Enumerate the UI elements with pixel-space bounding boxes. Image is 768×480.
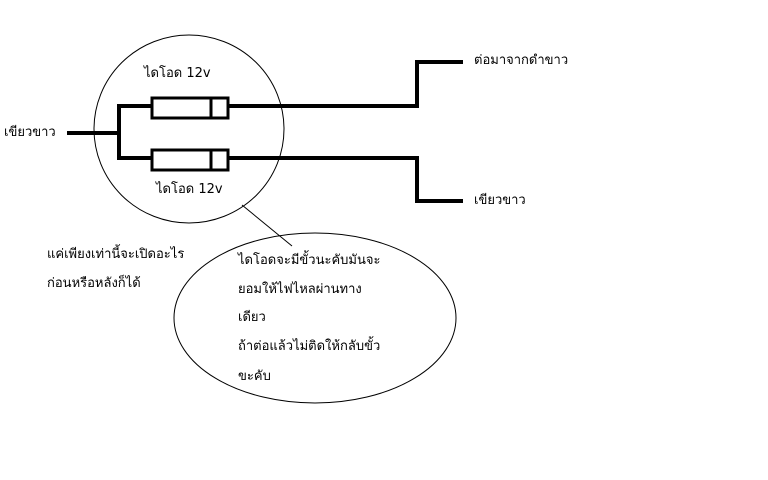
right-top-wire-label: ต่อมาจากดำขาว bbox=[474, 53, 569, 68]
callout-ellipse bbox=[173, 232, 457, 404]
callout-pointer bbox=[241, 204, 293, 247]
callout-line-3: เดียว bbox=[238, 310, 266, 325]
left-wire-label: เขียวขาว bbox=[4, 125, 56, 140]
callout-line-5: ขะคับ bbox=[238, 369, 271, 384]
diode-group-circle bbox=[93, 34, 285, 224]
side-note-line-2: ก่อนหรือหลังก็ได้ bbox=[47, 276, 141, 291]
diode-top bbox=[150, 96, 230, 120]
diode-top-label: ไดโอด 12v bbox=[144, 66, 211, 81]
diode-bottom-label: ไดโอด 12v bbox=[156, 182, 223, 197]
right-bottom-wire-label: เขียวขาว bbox=[474, 193, 526, 208]
output-wire-top bbox=[228, 60, 463, 108]
side-note-line-1: แค่เพียงเท่านี้จะเปิดอะไร bbox=[47, 247, 185, 262]
callout-line-1: ไดโอดจะมีขั้วนะคับมันจะ bbox=[238, 253, 381, 268]
diode-bottom bbox=[150, 148, 230, 172]
callout-line-4: ถ้าต่อแล้วไม่ติดให้กลับขั้ว bbox=[238, 339, 381, 354]
callout-line-2: ยอมให้ไฟไหลผ่านทาง bbox=[238, 282, 362, 297]
output-wire-bottom bbox=[228, 156, 463, 203]
